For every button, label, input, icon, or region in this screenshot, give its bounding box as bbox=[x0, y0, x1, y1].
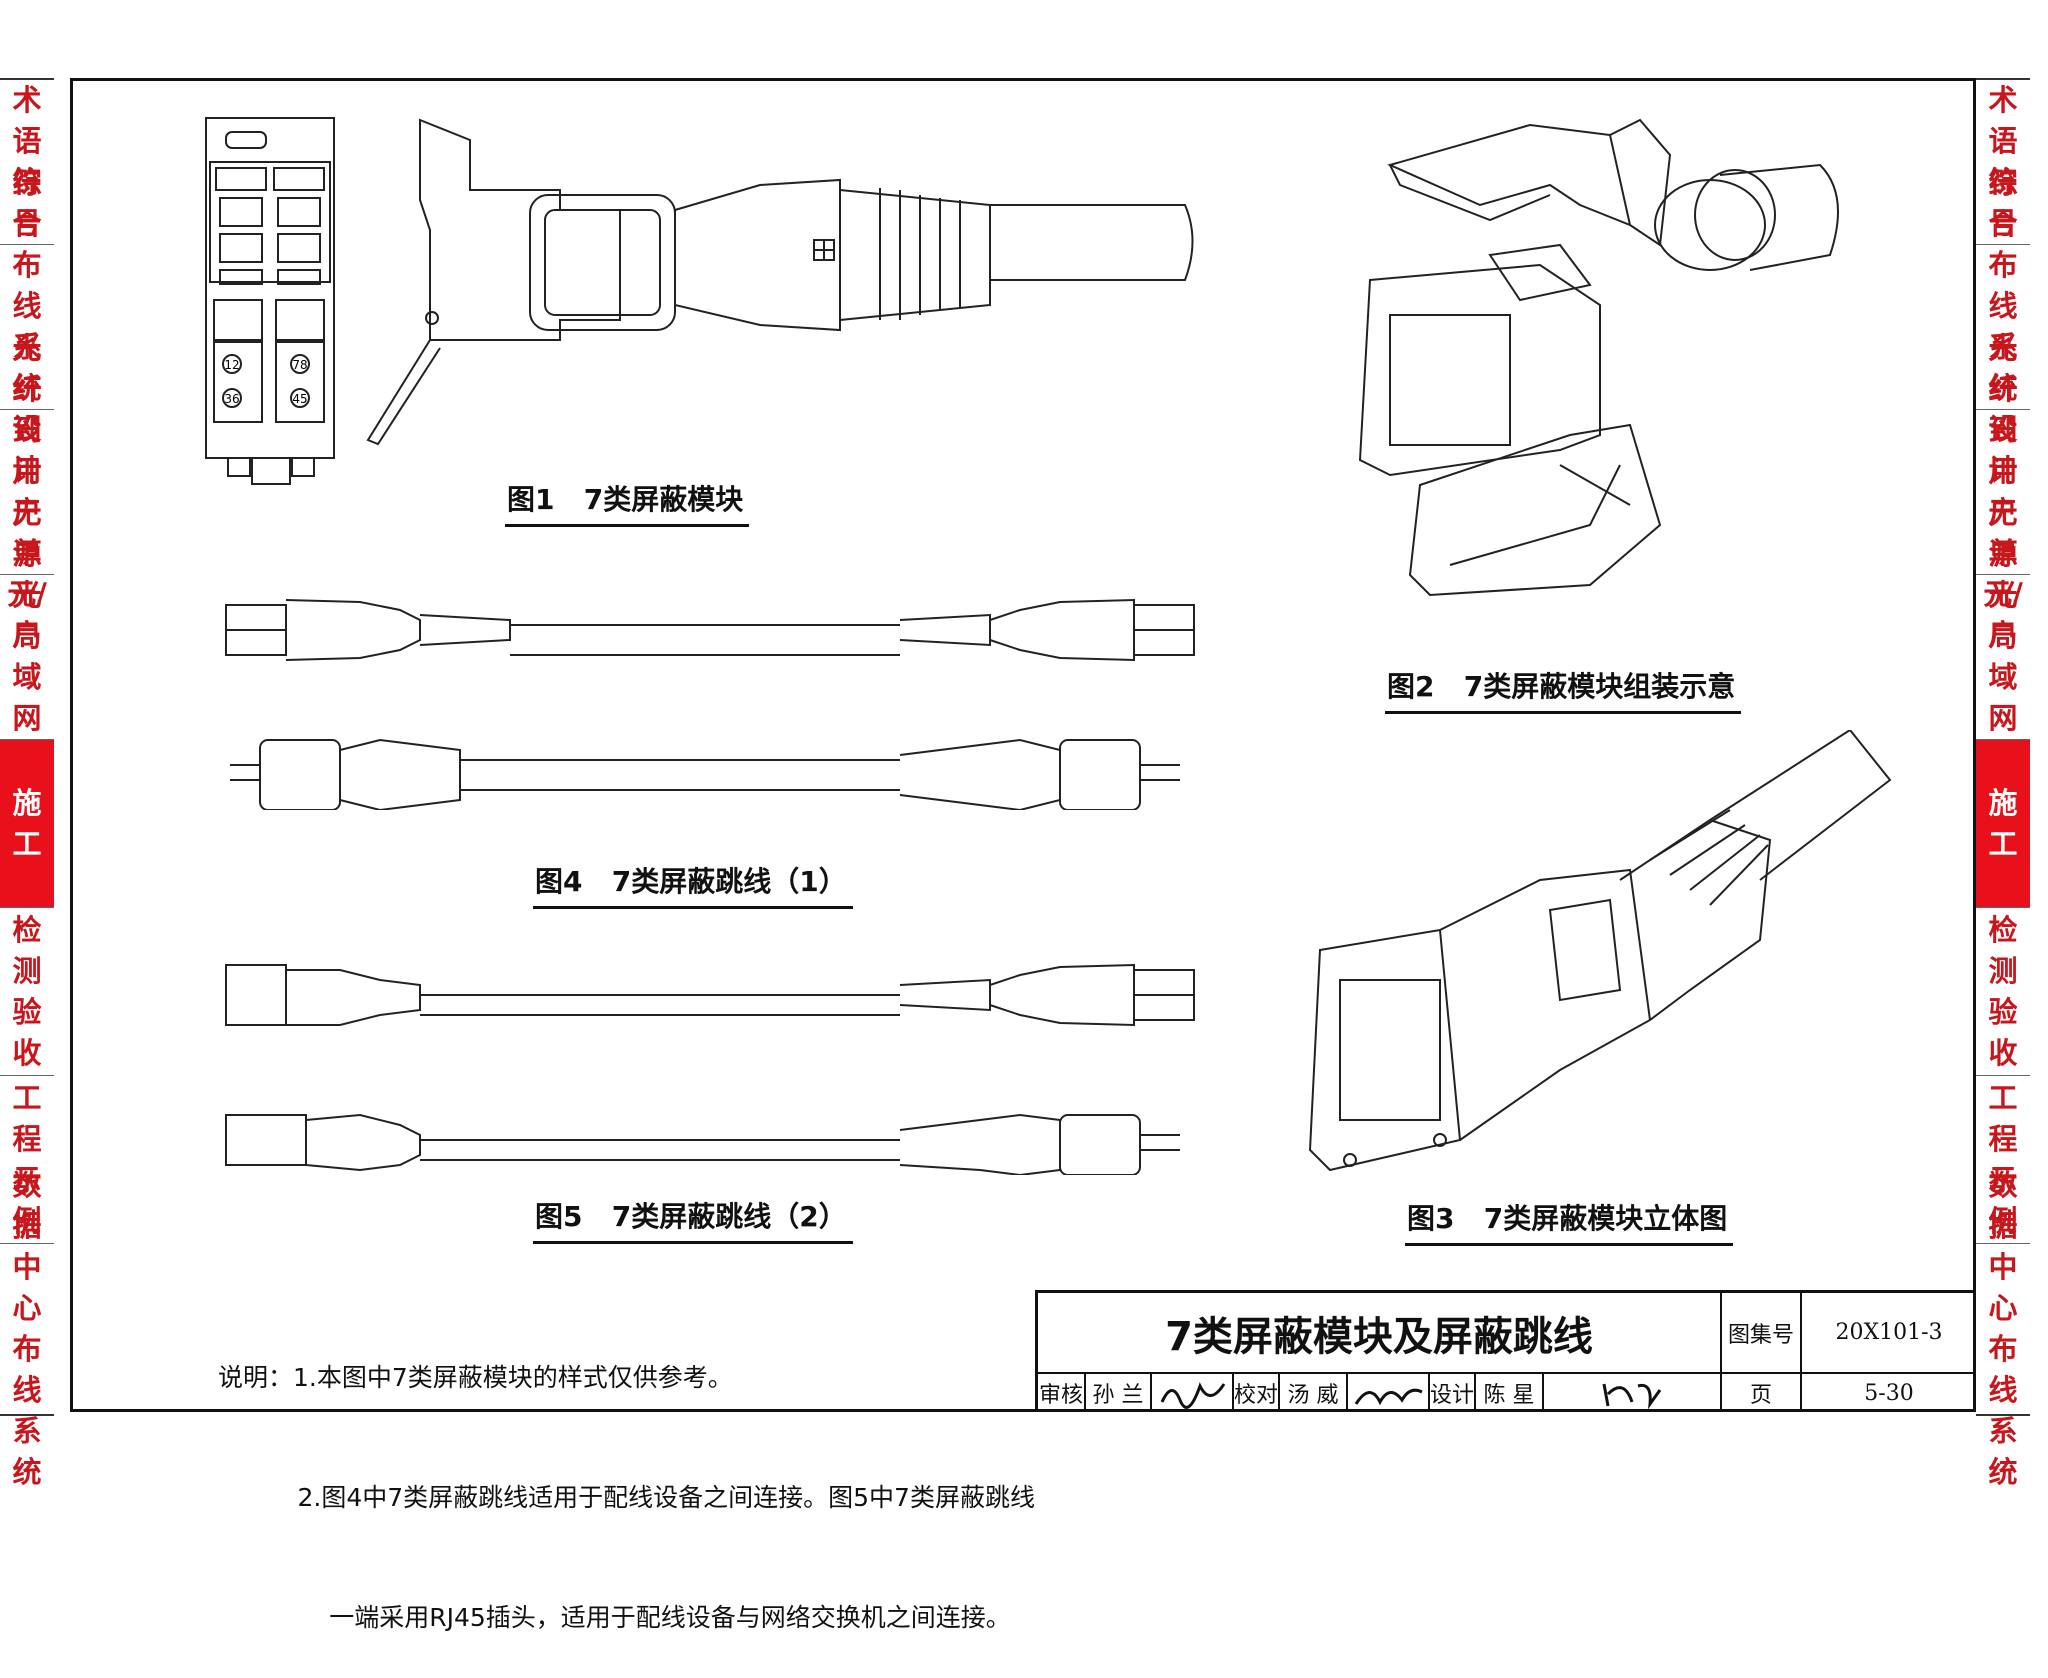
drawing-frame bbox=[70, 78, 1976, 1412]
review-label: 审核 bbox=[1038, 1372, 1084, 1412]
pin-label: 12 bbox=[224, 358, 239, 372]
signature-image bbox=[1354, 1388, 1423, 1406]
fig1-module-drawing bbox=[205, 117, 1194, 485]
fig4-patch-cord-drawing bbox=[225, 598, 1195, 810]
atlas-label: 图集号 bbox=[1720, 1293, 1800, 1372]
side-tab-pol[interactable]: 无源 光局 域网 系统 bbox=[1976, 496, 2030, 817]
fig3-caption: 图3 7类屏蔽模块立体图 bbox=[1405, 1197, 1734, 1246]
checker-signature bbox=[1346, 1372, 1428, 1412]
side-tab-examples[interactable]: 工程 示例 bbox=[1976, 1076, 2030, 1244]
title-block: 7类屏蔽模块及屏蔽跳线 图集号 20X101-3 审核 孙 兰 校对 汤 威 设… bbox=[1035, 1290, 1976, 1412]
check-label: 校对 bbox=[1232, 1372, 1278, 1412]
drawing-title: 7类屏蔽模块及屏蔽跳线 bbox=[1165, 1313, 1593, 1360]
pin-label: 78 bbox=[292, 358, 307, 372]
module-pin-labels: 12 36 78 45 bbox=[224, 358, 307, 406]
side-tab-cabling-design[interactable]: 综合 布线 系统 设计 bbox=[0, 166, 54, 487]
fig3-3d-drawing bbox=[1308, 730, 1892, 1172]
design-label: 设计 bbox=[1428, 1372, 1474, 1412]
side-tab-datacenter[interactable]: 数据 中心 布线 系统 bbox=[12, 1168, 42, 1489]
fig5-caption: 图5 7类屏蔽跳线（2） bbox=[533, 1195, 853, 1244]
designer-name: 陈 星 bbox=[1474, 1372, 1542, 1412]
side-tab-inspection[interactable]: 检测 验收 bbox=[0, 908, 54, 1076]
fig4-caption: 图4 7类屏蔽跳线（1） bbox=[533, 860, 853, 909]
side-tab-pol[interactable]: 无源 光局 域网 系统 bbox=[0, 496, 54, 817]
atlas-number: 20X101-3 bbox=[1800, 1293, 1976, 1372]
right-side-tabs: 术语 符号 综合 布线 系统 设计 光纤 到用 户单 元/户 无源 光局 域网 … bbox=[1976, 78, 2030, 1489]
side-tab-terms[interactable]: 术语 符号 bbox=[0, 80, 54, 245]
signature-image bbox=[1602, 1383, 1662, 1410]
left-side-tabs: 术语 符号 综合 布线 系统 设计 光纤 到用 户单 元/户 无源 光局 域网 … bbox=[0, 78, 54, 1489]
side-tab-datacenter[interactable]: 数据 中心 布线 系统 bbox=[1988, 1168, 2018, 1489]
note-line: 2.图4中7类屏蔽跳线适用于配线设备之间连接。图5中7类屏蔽跳线 bbox=[218, 1483, 1035, 1512]
page-label: 页 bbox=[1720, 1372, 1800, 1412]
side-tab-construction[interactable]: 施工 bbox=[1976, 740, 2030, 908]
side-tab-examples[interactable]: 工程 示例 bbox=[0, 1076, 54, 1244]
pin-label: 36 bbox=[224, 392, 239, 406]
side-tab-terms[interactable]: 术语 符号 bbox=[1976, 80, 2030, 245]
designer-signature bbox=[1542, 1372, 1720, 1412]
reviewer-signature bbox=[1150, 1372, 1232, 1412]
reviewer-name: 孙 兰 bbox=[1084, 1372, 1150, 1412]
note-line: 说明：1.本图中7类屏蔽模块的样式仅供参考。 bbox=[218, 1363, 733, 1392]
fig2-caption: 图2 7类屏蔽模块组装示意 bbox=[1385, 665, 1742, 714]
checker-name: 汤 威 bbox=[1278, 1372, 1346, 1412]
note-line: 一端采用RJ45插头，适用于配线设备与网络交换机之间连接。 bbox=[218, 1603, 1011, 1632]
pin-label: 45 bbox=[292, 392, 307, 406]
fig1-caption: 图1 7类屏蔽模块 bbox=[505, 478, 750, 527]
notes: 说明：1.本图中7类屏蔽模块的样式仅供参考。 2.图4中7类屏蔽跳线适用于配线设… bbox=[218, 1278, 1035, 1678]
signature-image bbox=[1160, 1382, 1226, 1409]
side-tab-construction[interactable]: 施工 bbox=[0, 740, 54, 908]
side-tab-inspection[interactable]: 检测 验收 bbox=[1976, 908, 2030, 1076]
fig2-assembly-drawing bbox=[1358, 118, 1839, 597]
fig5-patch-cord-drawing bbox=[225, 963, 1195, 1175]
page-number: 5-30 bbox=[1800, 1372, 1976, 1412]
